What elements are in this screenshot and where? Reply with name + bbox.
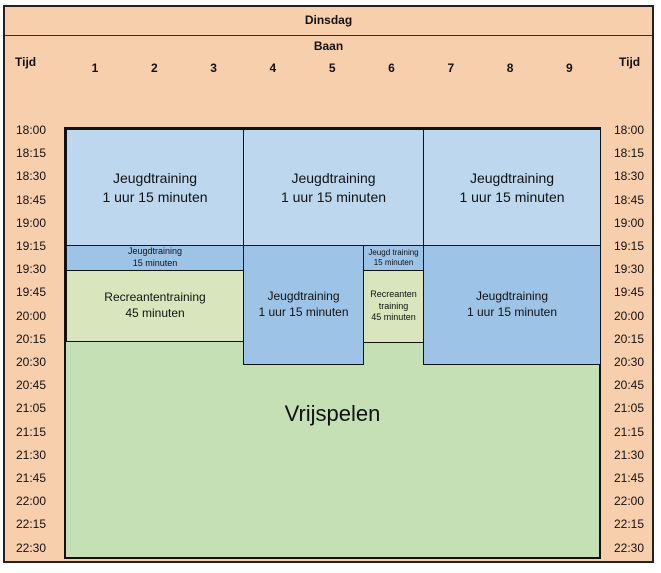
time-label-right: 21:30 — [613, 447, 645, 462]
block-duration: 1 uur 15 minuten — [459, 188, 565, 205]
time-label-right: 22:00 — [613, 494, 645, 509]
time-label-right: 22:15 — [613, 517, 645, 532]
time-label-right: 19:00 — [613, 215, 645, 230]
time-label-right: 20:15 — [613, 331, 645, 346]
lane-number: 4 — [269, 61, 277, 75]
day-title: Dinsdag — [5, 7, 652, 36]
block-title: Recreantentraining — [104, 290, 206, 305]
block-title: Jeugdtraining — [267, 289, 340, 304]
time-label-left: 19:15 — [15, 239, 47, 253]
block-vrijspelen: Vrijspelen — [284, 401, 381, 426]
block-title: training — [378, 300, 409, 311]
time-label-right: 20:45 — [613, 378, 645, 393]
time-label-right: 19:15 — [613, 239, 645, 253]
time-label-right: 21:15 — [613, 424, 645, 439]
time-label-left: 22:30 — [15, 540, 47, 555]
block-title: Recreanten — [370, 288, 417, 299]
time-header-right: Tijd — [619, 55, 641, 69]
block-jeugd-lanes-1-3: Jeugdtraining 1 uur 15 minuten — [66, 129, 244, 246]
block-duration: 45 minuten — [125, 306, 185, 320]
lane-number: 1 — [91, 61, 99, 75]
time-label-left: 20:00 — [15, 308, 47, 323]
block-title: Jeugdtraining — [469, 170, 555, 187]
lane-number: 2 — [150, 61, 158, 75]
time-label-left: 19:00 — [15, 215, 47, 230]
block-duration: 15 minuten — [373, 258, 414, 267]
time-label-left: 22:00 — [15, 494, 47, 509]
block-duration: 45 minuten — [371, 312, 416, 323]
lane-number: 9 — [566, 61, 573, 75]
block-title: Jeugd training — [368, 247, 419, 257]
time-label-right: 20:00 — [613, 308, 645, 323]
time-label-right: 18:45 — [613, 192, 645, 207]
schedule-frame: Dinsdag Baan Tijd Tijd 1 2 3 4 5 6 7 8 9 18:00 18… — [3, 5, 654, 563]
time-label-left: 18:30 — [15, 169, 47, 184]
lane-number: 6 — [388, 61, 395, 75]
time-label-right: 20:30 — [613, 355, 645, 369]
block-duration: 1 uur 15 minuten — [258, 305, 349, 319]
block-jeugd15-lane-6: Jeugd training 15 minuten — [363, 245, 424, 271]
lane-number: 5 — [328, 61, 336, 75]
time-label-left: 21:45 — [15, 471, 47, 485]
schedule-grid: Vrijspelen Jeugdtraining 1 uur 15 minute… — [64, 127, 601, 559]
time-label-right: 19:30 — [613, 262, 645, 277]
block-jeugd-lanes-7-9-second: Jeugdtraining 1 uur 15 minuten — [423, 245, 601, 365]
lane-number: 3 — [210, 61, 217, 75]
time-label-left: 21:15 — [15, 424, 47, 439]
block-duration: 1 uur 15 minuten — [466, 305, 558, 319]
block-title: Jeugdtraining — [127, 246, 183, 257]
time-label-right: 21:05 — [613, 401, 645, 416]
time-label-left: 19:45 — [15, 285, 47, 300]
block-jeugd15-lanes-1-3: Jeugdtraining 15 minuten — [66, 245, 244, 271]
time-label-right: 18:15 — [613, 146, 645, 161]
time-label-left: 21:30 — [15, 447, 47, 462]
block-jeugd-lanes-4-5: Jeugdtraining 1 uur 15 minuten — [243, 245, 364, 365]
block-title: Jeugdtraining — [291, 170, 376, 187]
time-label-left: 18:00 — [15, 123, 47, 137]
time-label-left: 22:15 — [15, 517, 47, 532]
time-label-right: 18:30 — [613, 169, 645, 184]
block-recreanten-lanes-1-3: Recreantentraining 45 minuten — [66, 270, 244, 342]
lane-number: 8 — [506, 61, 514, 75]
block-duration: 15 minuten — [132, 258, 178, 268]
time-label-right: 22:30 — [613, 540, 645, 555]
time-label-left: 18:15 — [15, 146, 47, 161]
lane-number: 7 — [447, 61, 455, 75]
block-jeugd-lanes-4-6: Jeugdtraining 1 uur 15 minuten — [243, 129, 424, 246]
time-label-left: 18:45 — [15, 192, 47, 207]
block-jeugd-lanes-7-9: Jeugdtraining 1 uur 15 minuten — [423, 129, 601, 246]
block-recreanten-lane-6: Recreanten training 45 minuten — [363, 270, 424, 343]
lane-header: Baan — [313, 39, 344, 53]
time-label-right: 18:00 — [613, 123, 645, 137]
time-label-right: 19:45 — [613, 285, 645, 300]
block-title: Jeugdtraining — [112, 170, 198, 187]
time-label-left: 20:15 — [15, 331, 47, 346]
block-duration: 1 uur 15 minuten — [280, 188, 387, 205]
time-header-left: Tijd — [15, 55, 37, 69]
time-label-left: 20:45 — [15, 378, 47, 393]
time-label-left: 20:30 — [15, 355, 47, 369]
time-label-right: 21:45 — [613, 471, 645, 485]
block-title: Jeugdtraining — [475, 289, 549, 304]
time-label-left: 19:30 — [15, 262, 47, 277]
block-duration: 1 uur 15 minuten — [102, 188, 208, 205]
time-label-left: 21:05 — [15, 401, 47, 416]
